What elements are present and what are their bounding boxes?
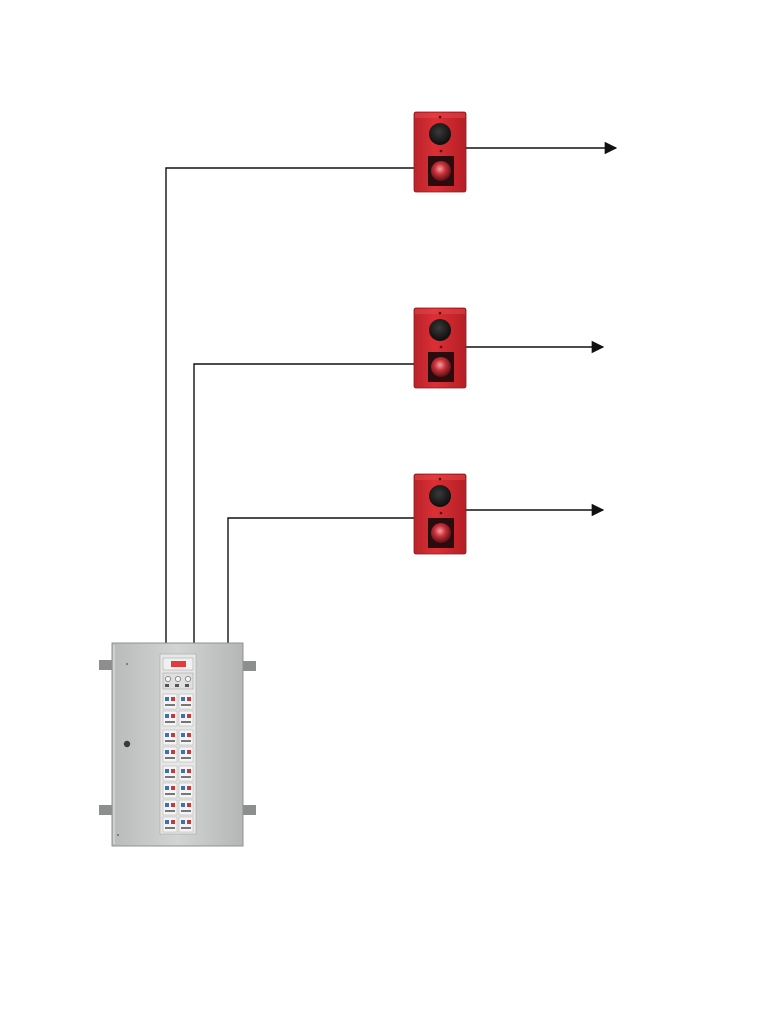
wire-to-alarm-2 bbox=[194, 364, 414, 644]
control-panel bbox=[99, 643, 256, 846]
speaker-icon bbox=[429, 123, 451, 145]
wire-to-alarm-3 bbox=[228, 518, 414, 644]
module-strip bbox=[160, 654, 196, 834]
beacon-icon bbox=[431, 161, 451, 181]
lock-icon bbox=[124, 741, 130, 747]
alarm-unit-2 bbox=[414, 308, 466, 388]
control-button bbox=[185, 676, 190, 681]
beacon-icon bbox=[431, 357, 451, 377]
control-buttons bbox=[163, 673, 193, 689]
speaker-icon bbox=[429, 319, 451, 341]
output-arrows bbox=[466, 148, 616, 510]
wire-to-alarm-1 bbox=[166, 168, 414, 644]
beacon-icon bbox=[431, 523, 451, 543]
control-button bbox=[165, 676, 170, 681]
control-button bbox=[175, 676, 180, 681]
speaker-icon bbox=[429, 485, 451, 507]
wiring bbox=[166, 168, 414, 644]
alarm-unit-3 bbox=[414, 474, 466, 554]
alarm-unit-1 bbox=[414, 112, 466, 192]
